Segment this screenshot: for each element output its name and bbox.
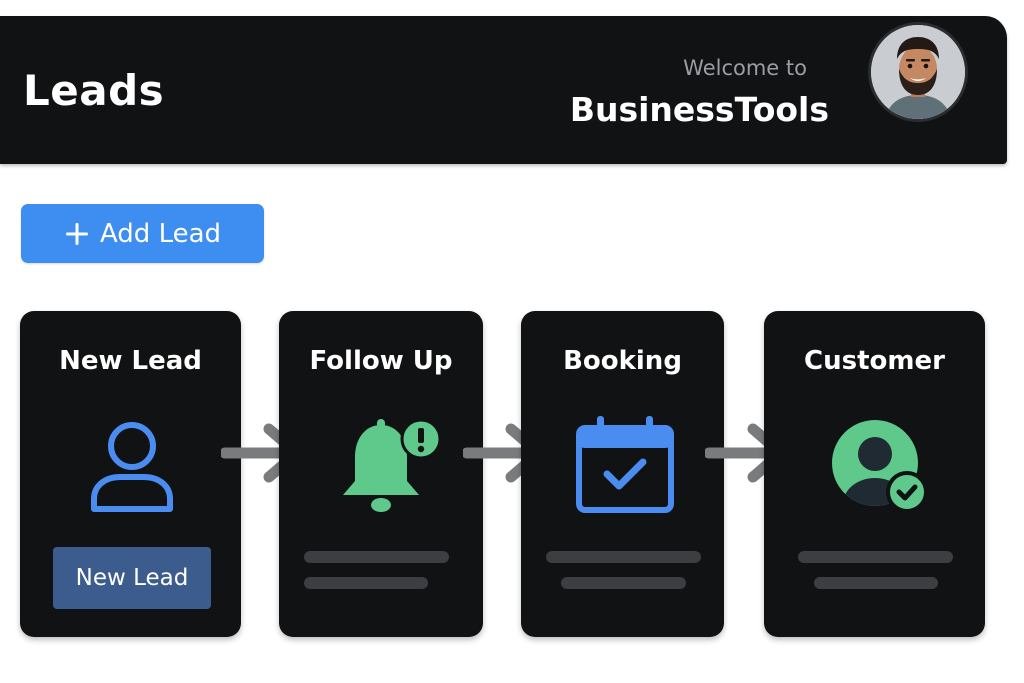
calendar-check-icon — [576, 416, 674, 513]
placeholder-line — [304, 577, 428, 589]
stage-title-new-lead: New Lead — [59, 346, 202, 376]
stage-card-follow-up[interactable]: Follow Up — [279, 311, 483, 637]
placeholder-line — [304, 551, 449, 563]
brand-name: BusinessTools — [569, 90, 829, 129]
person-icon — [91, 422, 173, 512]
stage-title-customer: Customer — [804, 346, 945, 376]
plus-icon — [65, 222, 88, 245]
placeholder-line — [561, 577, 686, 589]
placeholder-line — [798, 551, 953, 563]
avatar-portrait-icon — [871, 25, 965, 119]
placeholder-line — [814, 577, 938, 589]
stage-title-booking: Booking — [563, 346, 682, 376]
stage-card-new-lead[interactable]: New Lead New Lead — [20, 311, 241, 637]
stage-card-booking[interactable]: Booking — [521, 311, 724, 637]
stage-card-customer[interactable]: Customer — [764, 311, 985, 637]
user-avatar[interactable] — [871, 25, 965, 119]
add-lead-label: Add Lead — [99, 218, 222, 249]
welcome-text: Welcome to — [683, 56, 807, 80]
bell-alert-icon — [343, 418, 442, 512]
add-lead-button[interactable]: Add Lead — [21, 204, 264, 263]
placeholder-line — [546, 551, 701, 563]
stage-title-follow-up: Follow Up — [309, 346, 453, 376]
app-header: Leads Welcome to BusinessTools — [0, 16, 1007, 164]
page-title: Leads — [23, 66, 165, 115]
customer-check-icon — [832, 420, 928, 513]
new-lead-button[interactable]: New Lead — [53, 547, 211, 609]
